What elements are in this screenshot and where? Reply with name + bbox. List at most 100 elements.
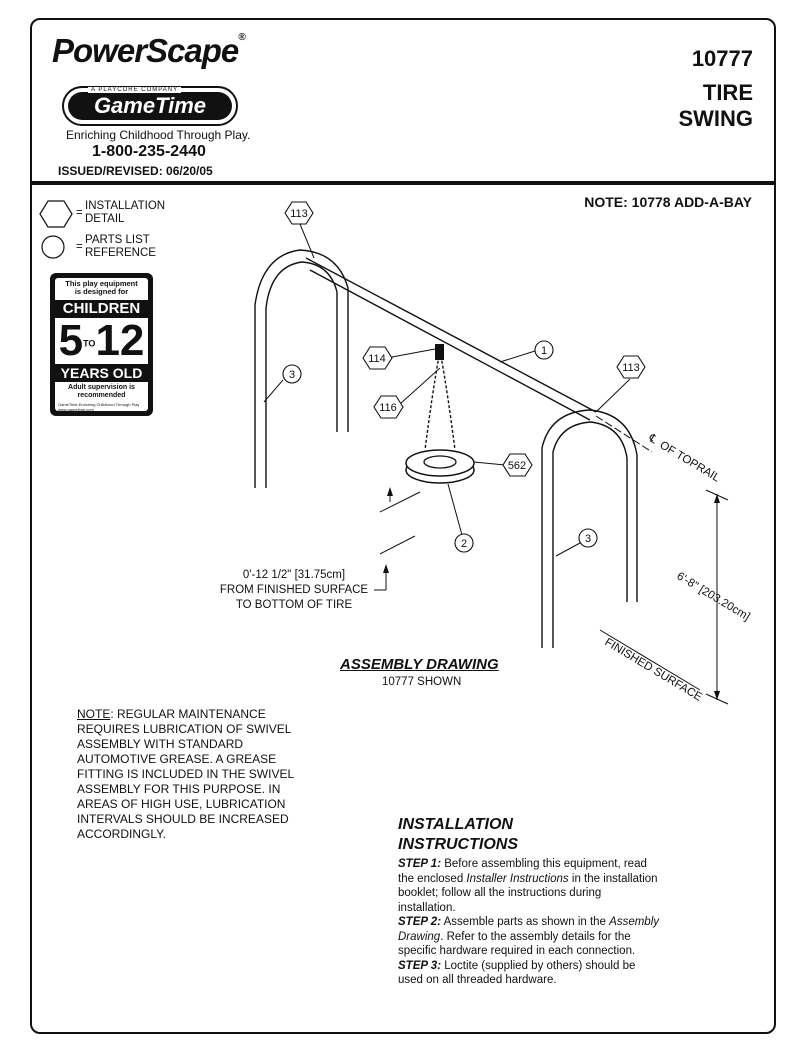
legend-circle-label: = PARTS LIST REFERENCE (76, 234, 156, 260)
installation-title-line1: INSTALLATION (398, 816, 513, 833)
supervision-line2: recommended (77, 392, 126, 399)
callout-113a-label: 113 (290, 208, 308, 220)
callout-3b-label: 3 (585, 533, 591, 545)
age-to: TO (83, 338, 96, 349)
height-label: 6'-8" [203.20cm] (674, 570, 751, 623)
clearance-label: 0'-12 1/2" [31.75cm] FROM FINISHED SURFA… (202, 568, 386, 613)
installation-title-line2: INSTRUCTIONS (398, 836, 518, 853)
age-min: 5 (58, 316, 84, 365)
phone-number: 1-800-235-2440 (92, 143, 206, 160)
toprail-centerline (595, 415, 653, 453)
leader-114 (391, 348, 436, 358)
finished-surface-line (599, 629, 701, 691)
clearance-upper-line (379, 491, 421, 513)
callout-hex-113a: 113 (284, 201, 314, 225)
step-2-text-b: . Refer to the assembly details for the … (398, 930, 636, 958)
step-2-label: STEP 2: (398, 916, 442, 928)
powerscape-logo: PowerScape® (52, 32, 246, 70)
step-3-text-a: Loctite (supplied by others) should be u… (398, 959, 636, 987)
age-badge-years: YEARS OLD (55, 364, 148, 382)
clearance-line2: FROM FINISHED SURFACE (219, 584, 369, 596)
issued-date: ISSUED/REVISED: 06/20/05 (58, 164, 213, 178)
leader-3a (263, 379, 284, 403)
legend-hex-label: = INSTALLATION DETAIL (76, 200, 165, 226)
legend-symbols (39, 200, 73, 259)
clearance-arrowhead-lower-icon (383, 564, 389, 573)
height-arrowhead-top-icon (714, 494, 720, 503)
installation-steps: STEP 1: Before assembling this equipment… (398, 857, 660, 988)
left-arch-frame (254, 249, 349, 488)
right-arch-frame-inner (552, 421, 628, 648)
maintenance-note-label: NOTE (77, 707, 111, 721)
legend-hex-line2: DETAIL (85, 213, 125, 225)
header-divider (31, 181, 776, 185)
maintenance-note: NOTE: REGULAR MAINTENANCE REQUIRES LUBRI… (77, 707, 317, 842)
callout-hex-113b: 113 (616, 355, 646, 379)
top-rail (305, 257, 597, 421)
age-badge-fine-print: GameTime Enriching Childhood Through Pla… (58, 402, 140, 412)
leader-562 (473, 461, 506, 466)
left-arch-frame-inner (265, 261, 338, 488)
step-3: STEP 3: Loctite (supplied by others) sho… (398, 959, 660, 988)
registered-mark: ® (238, 32, 245, 43)
leader-3b (555, 542, 581, 557)
callout-2-label: 2 (461, 538, 467, 550)
toprail-label: OF TOPRAIL (657, 439, 722, 485)
callout-circle-2: 2 (454, 533, 474, 553)
tagline: Enriching Childhood Through Play. (66, 128, 251, 142)
callout-hex-114: 114 (362, 346, 393, 370)
gametime-wordmark: GameTime (93, 93, 207, 118)
step-1-text-a: Before assembling this equipment, read t… (398, 858, 647, 885)
page-frame (30, 18, 776, 1034)
age-badge-intro-line2: is designed for (74, 287, 129, 296)
legend-circle-equals: = (76, 241, 83, 253)
age-badge-intro-line1: This play equipment (65, 279, 138, 288)
legend-hex-line1: INSTALLATION (85, 200, 166, 212)
callout-circle-3b: 3 (578, 528, 598, 548)
height-arrowhead-bottom-icon (714, 691, 720, 700)
callout-113b-label: 113 (622, 362, 640, 374)
leader-1 (499, 350, 536, 363)
circle-icon (41, 235, 65, 259)
step-1-text-b: in the installation booklet; follow all … (398, 872, 658, 914)
step-3-label: STEP 3: (398, 959, 442, 972)
leader-113b (595, 378, 631, 413)
callout-3a-label: 3 (289, 369, 295, 381)
swivel-assembly (435, 344, 444, 360)
model-block: 10777 TIRE SWING (678, 46, 753, 132)
assembly-drawing-title: ASSEMBLY DRAWING (340, 656, 499, 673)
step-1: STEP 1: Before assembling this equipment… (398, 857, 660, 915)
callout-hex-116: 116 (373, 395, 404, 419)
clearance-lower-line (379, 535, 416, 555)
gametime-logo-bg (68, 92, 232, 120)
finished-surface-label: FINISHED SURFACE (602, 636, 704, 704)
hexagon-icon (39, 200, 73, 228)
callout-1-label: 1 (541, 345, 547, 357)
brand-name: PowerScape (52, 32, 239, 69)
model-name-line1: TIRE (702, 80, 753, 105)
callout-circle-3a: 3 (282, 364, 302, 384)
age-max: 12 (95, 316, 145, 365)
step-1-label: STEP 1: (398, 858, 442, 870)
step-2-text-a: Assemble parts as shown in the (441, 916, 610, 928)
callout-114-label: 114 (368, 353, 386, 365)
step-2: STEP 2: Assemble parts as shown in the A… (398, 915, 660, 959)
swing-chain-right (440, 355, 456, 451)
age-badge-children: CHILDREN (55, 300, 148, 318)
gametime-logo: GameTime A PLAYCORE COMPANY (62, 86, 238, 126)
legend-circle-line1: PARTS LIST (85, 234, 150, 246)
callout-116-label: 116 (379, 402, 397, 414)
callout-562-label: 562 (508, 460, 526, 472)
step-2-emphasis: Assembly Drawing (398, 916, 660, 943)
model-number: 10777 (691, 46, 753, 71)
age-range-badge: This play equipment is designed for CHIL… (50, 273, 153, 416)
clearance-line1: 0'-12 1/2" [31.75cm] (242, 569, 346, 581)
installation-title: INSTALLATION INSTRUCTIONS (398, 815, 518, 855)
age-badge-intro: This play equipment is designed for (55, 280, 148, 296)
maintenance-note-text: : REGULAR MAINTENANCE REQUIRES LUBRICATI… (77, 707, 294, 841)
callout-circle-1: 1 (534, 340, 554, 360)
swing-chain-left (424, 355, 440, 451)
tire-seat (405, 449, 475, 484)
centerline-symbol-icon: ℄ (646, 432, 660, 447)
